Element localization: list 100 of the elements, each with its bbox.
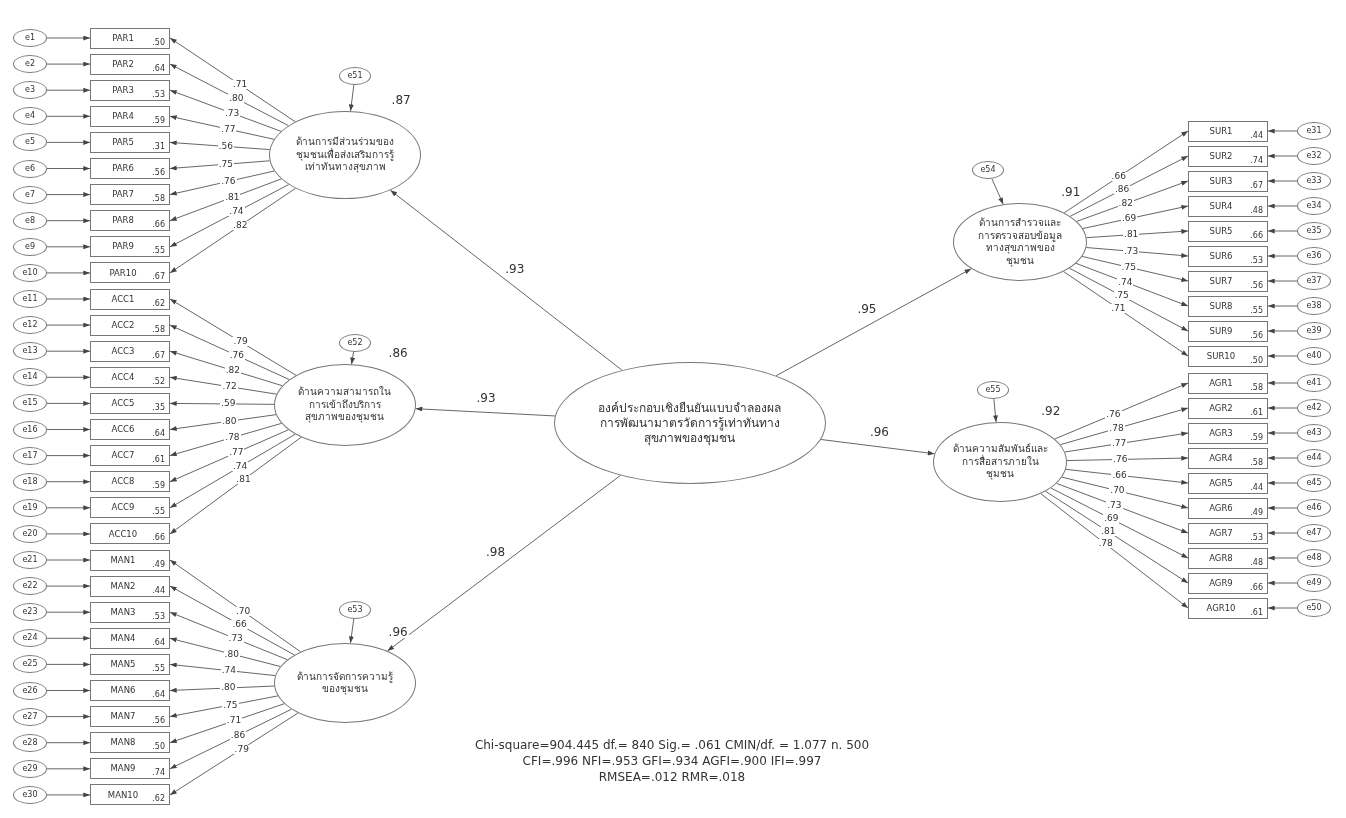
error-term-circle bbox=[1297, 424, 1331, 442]
variable-name: e14 bbox=[22, 372, 38, 383]
path-coefficient: .93 bbox=[475, 391, 497, 405]
observed-variable-box bbox=[90, 575, 170, 597]
observed-variable-box bbox=[90, 471, 170, 493]
variable-name: AGR7 bbox=[1209, 527, 1233, 539]
factor-loading: .79 bbox=[232, 337, 249, 347]
factor-loading: .73 bbox=[1106, 500, 1123, 510]
variable-name: PAR2 bbox=[112, 58, 134, 70]
variable-name: ACC7 bbox=[111, 450, 135, 461]
disturbance-circle bbox=[339, 334, 371, 352]
r-squared-value: .67 bbox=[152, 351, 165, 360]
r-squared-value: .55 bbox=[152, 247, 165, 256]
r-squared-value: .66 bbox=[152, 221, 165, 230]
r-squared-value: .58 bbox=[152, 325, 165, 334]
error-term-circle bbox=[1297, 297, 1331, 315]
variable-name: MAN6 bbox=[110, 685, 136, 696]
observed-variable-box bbox=[90, 236, 170, 258]
error-term-circle bbox=[1297, 147, 1331, 165]
variable-name: SUR9 bbox=[1209, 325, 1233, 337]
observed-variable-box bbox=[1188, 572, 1268, 594]
error-term-circle bbox=[13, 472, 47, 491]
variable-name: e13 bbox=[22, 346, 38, 357]
factor-loading: .80 bbox=[228, 94, 245, 104]
observed-variable-box bbox=[90, 131, 170, 153]
r-squared-value: .31 bbox=[152, 142, 165, 151]
factor-loading: .69 bbox=[1120, 214, 1138, 224]
r-squared-value: .56 bbox=[152, 169, 165, 177]
observed-variable-box bbox=[90, 732, 170, 754]
error-term-circle bbox=[1297, 524, 1331, 542]
factor-loading: .78 bbox=[1108, 424, 1125, 433]
variable-name: ACC4 bbox=[111, 372, 135, 383]
observed-variable-box bbox=[1188, 245, 1268, 267]
r-squared-value: .66 bbox=[1250, 231, 1263, 240]
variable-name: องค์ประกอบเชิงยืนยันแบบจำลองผลการพัฒนามาตรวัดการรู้เท่าทันทางสุขภาพของชุมชน bbox=[597, 400, 783, 446]
variable-name: AGR1 bbox=[1209, 377, 1233, 389]
observed-variable-box bbox=[90, 210, 170, 232]
variable-name: e35 bbox=[1306, 226, 1322, 236]
factor-loading: .56 bbox=[217, 141, 234, 151]
r-squared-value: .67 bbox=[152, 273, 165, 282]
variable-name: ACC1 bbox=[111, 293, 135, 305]
r-squared-value: .64 bbox=[152, 64, 165, 73]
variable-name: e50 bbox=[1306, 603, 1322, 613]
variable-name: ด้านความสัมพันธ์และการสื่อสารภายในชุมชน bbox=[951, 443, 1049, 481]
variable-name: PAR10 bbox=[109, 267, 137, 279]
factor-loading: .81 bbox=[1100, 527, 1117, 537]
r-squared-value: .74 bbox=[1250, 156, 1263, 165]
factor-loading: .80 bbox=[220, 683, 237, 693]
variable-name: e54 bbox=[980, 165, 996, 175]
variable-name: PAR1 bbox=[112, 32, 134, 44]
observed-variable-box bbox=[90, 184, 170, 206]
r-squared-value: .61 bbox=[1250, 408, 1263, 417]
variable-name: e10 bbox=[22, 267, 38, 278]
variable-name: SUR1 bbox=[1209, 125, 1233, 137]
error-term-circle bbox=[13, 185, 47, 204]
variable-name: e36 bbox=[1306, 251, 1322, 261]
error-term-circle bbox=[13, 237, 47, 256]
factor-loading: .75 bbox=[217, 159, 234, 169]
disturbance-circle bbox=[339, 67, 371, 85]
r-squared-value: .35 bbox=[152, 403, 165, 412]
error-term-circle bbox=[13, 551, 47, 569]
observed-variable-box bbox=[1188, 397, 1268, 419]
observed-variable-box bbox=[1188, 295, 1268, 317]
error-term-circle bbox=[1297, 399, 1331, 417]
r-squared-value: .49 bbox=[152, 560, 165, 569]
factor-loading: .66 bbox=[1111, 470, 1128, 480]
variable-name: AGR9 bbox=[1209, 577, 1233, 589]
variable-name: ACC5 bbox=[111, 398, 135, 409]
path-coefficient: .98 bbox=[485, 545, 507, 559]
observed-variable-box bbox=[90, 262, 170, 284]
r-squared-value: .48 bbox=[1250, 558, 1263, 567]
observed-variable-box bbox=[1188, 547, 1268, 569]
factor-loading: .71 bbox=[1110, 304, 1127, 314]
r-squared-value: .66 bbox=[152, 534, 165, 543]
error-term-circle bbox=[13, 681, 47, 700]
r-squared-value: .53 bbox=[1250, 533, 1263, 542]
factor-loading: .75 bbox=[1113, 291, 1130, 301]
factor-loading: .70 bbox=[1109, 486, 1126, 496]
variable-name: ACC10 bbox=[108, 528, 138, 540]
r-squared-value: .50 bbox=[152, 743, 165, 752]
factor-loading: .73 bbox=[1122, 246, 1140, 256]
r-squared-value: .58 bbox=[1250, 383, 1263, 392]
latent-variable-ellipse bbox=[274, 364, 416, 446]
error-term-circle bbox=[1297, 122, 1331, 140]
variable-name: SUR10 bbox=[1206, 350, 1236, 362]
factor-loading: .73 bbox=[227, 634, 244, 644]
variable-name: e3 bbox=[25, 85, 35, 96]
factor-loading: .66 bbox=[231, 620, 248, 630]
observed-variable-box bbox=[1188, 220, 1268, 242]
fit-statistics: Chi-square=904.445 df.= 840 Sig.= .061 CMIN/df. = 1.077 n. 500 bbox=[474, 738, 870, 752]
error-term-circle bbox=[1297, 474, 1331, 492]
variable-name: AGR2 bbox=[1209, 402, 1233, 414]
variable-name: e12 bbox=[22, 320, 38, 331]
r-squared-value: .44 bbox=[1250, 131, 1263, 140]
error-term-circle bbox=[1297, 222, 1331, 240]
r-squared-value: .59 bbox=[152, 482, 165, 491]
observed-variable-box bbox=[90, 758, 170, 780]
variable-name: MAN8 bbox=[110, 737, 136, 748]
error-term-circle bbox=[1297, 599, 1331, 617]
factor-loading: .69 bbox=[1103, 514, 1120, 524]
